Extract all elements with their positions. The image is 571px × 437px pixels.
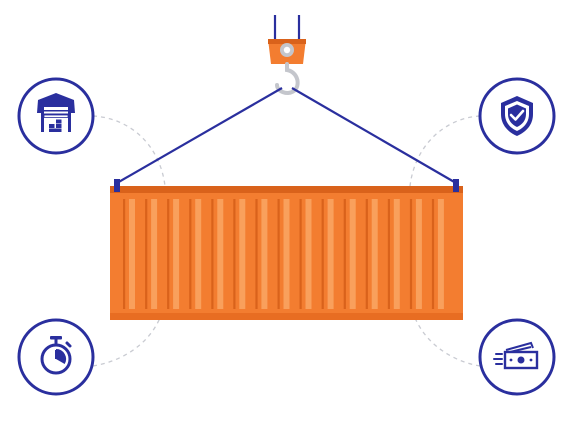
container-rib-highlight: [283, 199, 290, 309]
container-rib-highlight: [305, 199, 312, 309]
fast-money-icon: [493, 341, 539, 370]
container-rib-highlight: [349, 199, 356, 309]
container-rib-highlight: [173, 199, 180, 309]
container-rib-shadow: [321, 199, 324, 309]
container-rib-shadow: [233, 199, 236, 309]
container-rib-highlight: [393, 199, 400, 309]
container-rib-highlight: [261, 199, 268, 309]
container-rib-highlight: [195, 199, 202, 309]
crane-hook-block: [268, 39, 306, 64]
shipping-container: [110, 179, 463, 320]
container-rib-highlight: [327, 199, 334, 309]
container-rib-highlight: [129, 199, 135, 309]
connector-top-left: [92, 115, 166, 187]
container-rib-shadow: [343, 199, 346, 309]
container-rib-shadow: [145, 199, 148, 309]
container-ribs: [123, 199, 444, 309]
crane-hook-icon: [275, 62, 300, 96]
container-rib-shadow: [431, 199, 435, 309]
container-rib-shadow: [387, 199, 390, 309]
time-badge: [17, 318, 95, 396]
container-rib-highlight: [371, 199, 378, 309]
container-rib-highlight: [239, 199, 246, 309]
container-rib-shadow: [189, 199, 192, 309]
container-rib-highlight: [217, 199, 224, 309]
right-sling-clamp: [453, 179, 459, 192]
container-rib-highlight: [151, 199, 158, 309]
stopwatch-icon: [40, 336, 72, 375]
container-rib-shadow: [277, 199, 280, 309]
connector-bottom-left: [92, 299, 166, 367]
container-rib-shadow: [255, 199, 258, 309]
container-rib-shadow: [365, 199, 368, 309]
container-rib-highlight: [415, 199, 422, 309]
container-rib-shadow: [123, 199, 126, 309]
security-badge: [478, 77, 556, 155]
container-rib-shadow: [167, 199, 170, 309]
container-rib-shadow: [409, 199, 413, 309]
connector-top-right: [409, 115, 481, 187]
container-rib-shadow: [299, 199, 302, 309]
crane-cables: [273, 15, 301, 40]
warehouse-icon: [37, 93, 75, 132]
container-rib-shadow: [211, 199, 214, 309]
container-rib-highlight: [437, 199, 444, 309]
container-slings: [116, 87, 457, 184]
left-sling-clamp: [114, 179, 120, 192]
warehouse-badge: [17, 77, 95, 155]
shield-check-icon: [501, 96, 533, 136]
payment-badge: [478, 318, 556, 396]
